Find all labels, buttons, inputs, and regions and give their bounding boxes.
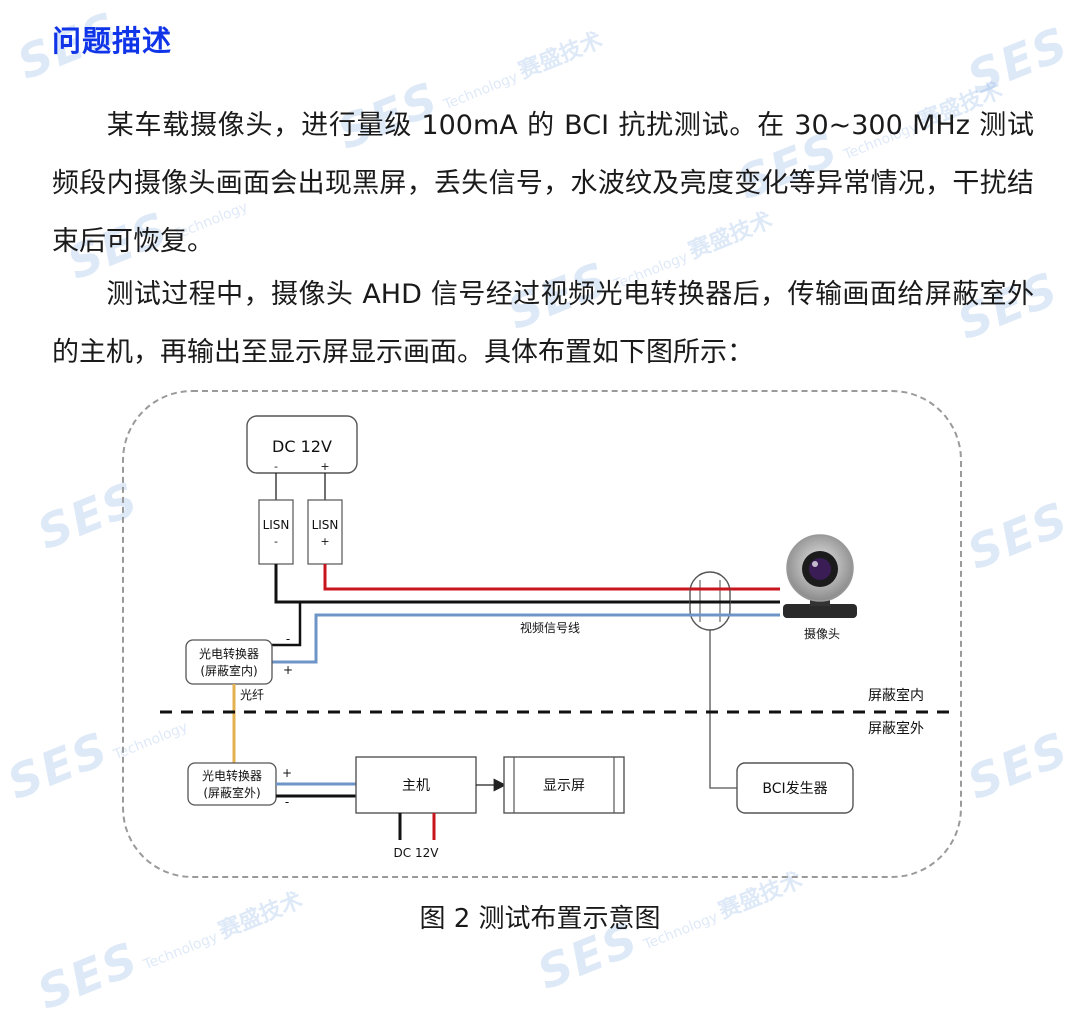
lisn-plus-label: LISN xyxy=(312,518,339,532)
lisn-minus-label: LISN xyxy=(263,518,290,532)
converter-negative-wire xyxy=(272,602,302,647)
lisn-minus-box xyxy=(258,499,294,565)
bci-cable xyxy=(709,630,737,789)
dc-supply-box xyxy=(246,415,358,474)
converter-inside-line1: 光电转换器 xyxy=(199,646,259,661)
bci-generator-box xyxy=(736,762,854,814)
dc-supply-label: DC 12V xyxy=(272,437,332,456)
positive-wire xyxy=(323,564,780,591)
converter-outside-plus: + xyxy=(282,766,292,780)
negative-wire xyxy=(274,564,780,604)
converter-inside-line2: (屏蔽室内) xyxy=(200,663,257,678)
test-setup-diagram: DC 12V - + LISN - LISN + 视频信号线 BCI发生器 摄像… xyxy=(160,415,958,860)
diagram-frame xyxy=(122,390,962,878)
converter-inside-plus: + xyxy=(283,663,293,677)
inside-label: 屏蔽室内 xyxy=(868,687,924,704)
converter-outside-line1: 光电转换器 xyxy=(202,768,262,783)
converter-inside-box xyxy=(185,639,273,685)
camera-label: 摄像头 xyxy=(804,626,840,641)
converter-inside-minus: - xyxy=(286,632,290,646)
paragraph-2-text: 测试过程中，摄像头 AHD 信号经过视频光电转换器后，传输画面给屏蔽室外的主机，… xyxy=(52,279,1034,368)
lisn-plus-sign: + xyxy=(320,535,329,548)
fiber-label: 光纤 xyxy=(240,688,264,702)
host-label: 主机 xyxy=(402,778,430,794)
camera-icon xyxy=(783,534,857,618)
video-signal-wire xyxy=(272,613,780,664)
paragraph-2: 测试过程中，摄像头 AHD 信号经过视频光电转换器后，传输画面给屏蔽室外的主机，… xyxy=(52,266,1034,382)
display-box xyxy=(503,756,625,814)
display-label: 显示屏 xyxy=(543,778,585,794)
host-box xyxy=(355,756,477,814)
lisn-minus-sign: - xyxy=(274,535,278,548)
lisn-plus-box xyxy=(307,499,343,565)
converter-outside-line2: (屏蔽室外) xyxy=(203,785,260,800)
converter-outside-minus: - xyxy=(285,795,289,809)
outside-label: 屏蔽室外 xyxy=(868,720,924,737)
video-line-label: 视频信号线 xyxy=(520,620,580,635)
figure-caption: 图 2 测试布置示意图 xyxy=(419,904,661,934)
dc-supply-minus: - xyxy=(274,460,278,473)
section-heading: 问题描述 xyxy=(52,24,173,58)
bci-generator-label: BCI发生器 xyxy=(762,781,827,797)
host-dc-label: DC 12V xyxy=(394,846,440,860)
dc-supply-plus: + xyxy=(320,460,329,473)
paragraph-1: 某车载摄像头，进行量级 100mA 的 BCI 抗扰测试。在 30~300 MH… xyxy=(52,97,1034,271)
paragraph-1-text: 某车载摄像头，进行量级 100mA 的 BCI 抗扰测试。在 30~300 MH… xyxy=(52,110,1035,257)
